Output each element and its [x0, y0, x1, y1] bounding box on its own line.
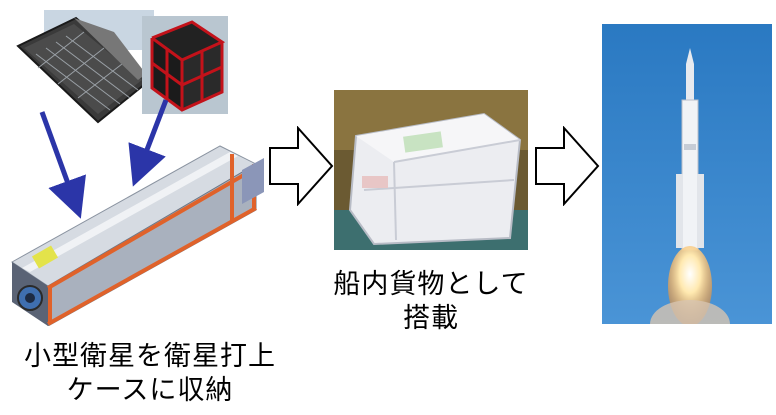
- step2-caption: 船内貨物として 搭載: [300, 268, 562, 336]
- satellite-left-image: [14, 10, 154, 128]
- flow-arrow-2: [534, 126, 600, 206]
- cargo-bag-image: [334, 90, 528, 250]
- guide-arrow-left: [39, 111, 86, 219]
- launch-case-image: [6, 140, 268, 326]
- step1-caption-line2: ケースに収納: [66, 375, 234, 406]
- rocket-launch-image: [602, 24, 772, 324]
- red-cubesat-image: [142, 16, 228, 114]
- step2-caption-line1: 船内貨物として: [333, 269, 529, 300]
- guide-arrow-right: [128, 99, 169, 187]
- step1-caption-line1: 小型衛星を衛星打上: [24, 341, 276, 372]
- flow-arrow-1: [268, 126, 334, 206]
- guide-arrows: [0, 0, 260, 220]
- step1-caption: 小型衛星を衛星打上 ケースに収納: [0, 340, 300, 408]
- step2-caption-line2: 搭載: [403, 303, 459, 334]
